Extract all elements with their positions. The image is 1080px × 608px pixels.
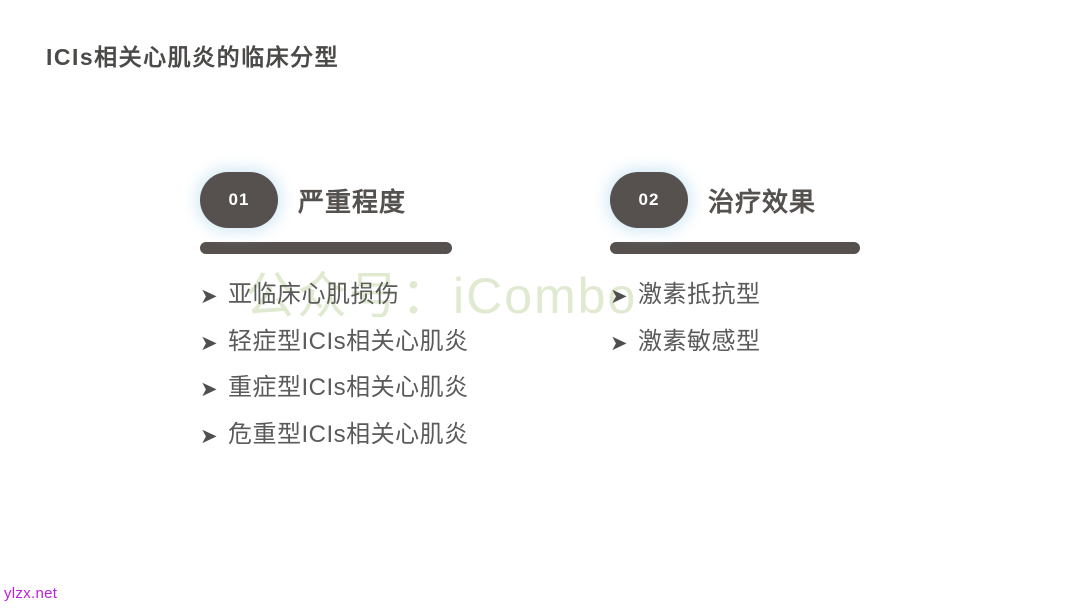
section-column-1: 01 严重程度 ➤ 亚临床心肌损伤 ➤ 轻症型ICIs相关心肌炎 ➤ 重症型IC… — [200, 172, 620, 467]
list-item-label: 轻症型ICIs相关心肌炎 — [228, 327, 469, 355]
section-title-1: 严重程度 — [298, 186, 407, 217]
watermark-text: 公众号：iCombo — [245, 268, 638, 324]
section-number-badge-1: 01 — [200, 172, 278, 228]
bullet-list-1: ➤ 亚临床心肌损伤 ➤ 轻症型ICIs相关心肌炎 ➤ 重症型ICIs相关心肌炎 … — [200, 280, 620, 451]
list-item: ➤ 激素抵抗型 — [610, 280, 1010, 311]
section-column-2: 02 治疗效果 ➤ 激素抵抗型 ➤ 激素敏感型 — [610, 172, 1010, 373]
arrow-bullet-icon: ➤ — [610, 331, 628, 355]
section-title-2: 治疗效果 — [708, 186, 817, 217]
section-header-2: 02 治疗效果 — [610, 172, 1010, 228]
list-item-label: 激素抵抗型 — [638, 281, 761, 308]
section-header-1: 01 严重程度 — [200, 172, 620, 228]
list-item-label: 危重型ICIs相关心肌炎 — [228, 421, 469, 449]
list-item: ➤ 激素敏感型 — [610, 327, 1010, 358]
bullet-list-2: ➤ 激素抵抗型 ➤ 激素敏感型 — [610, 280, 1010, 357]
list-item-label: 重症型ICIs相关心肌炎 — [228, 374, 469, 402]
section-divider-bar-1 — [200, 242, 452, 254]
list-item: ➤ 轻症型ICIs相关心肌炎 — [200, 327, 620, 358]
list-item-label: 亚临床心肌损伤 — [228, 281, 400, 308]
arrow-bullet-icon: ➤ — [200, 378, 218, 402]
list-item: ➤ 亚临床心肌损伤 — [200, 280, 620, 311]
section-divider-bar-2 — [610, 242, 860, 254]
arrow-bullet-icon: ➤ — [200, 425, 218, 449]
section-number-badge-2: 02 — [610, 172, 688, 228]
page-title: ICIs相关心肌炎的临床分型 — [46, 44, 340, 70]
arrow-bullet-icon: ➤ — [200, 331, 218, 355]
list-item: ➤ 危重型ICIs相关心肌炎 — [200, 420, 620, 451]
list-item-label: 激素敏感型 — [638, 327, 761, 355]
arrow-bullet-icon: ➤ — [610, 285, 628, 308]
arrow-bullet-icon: ➤ — [200, 285, 218, 308]
site-watermark-label: ylzx.net — [4, 585, 58, 602]
list-item: ➤ 重症型ICIs相关心肌炎 — [200, 373, 620, 404]
